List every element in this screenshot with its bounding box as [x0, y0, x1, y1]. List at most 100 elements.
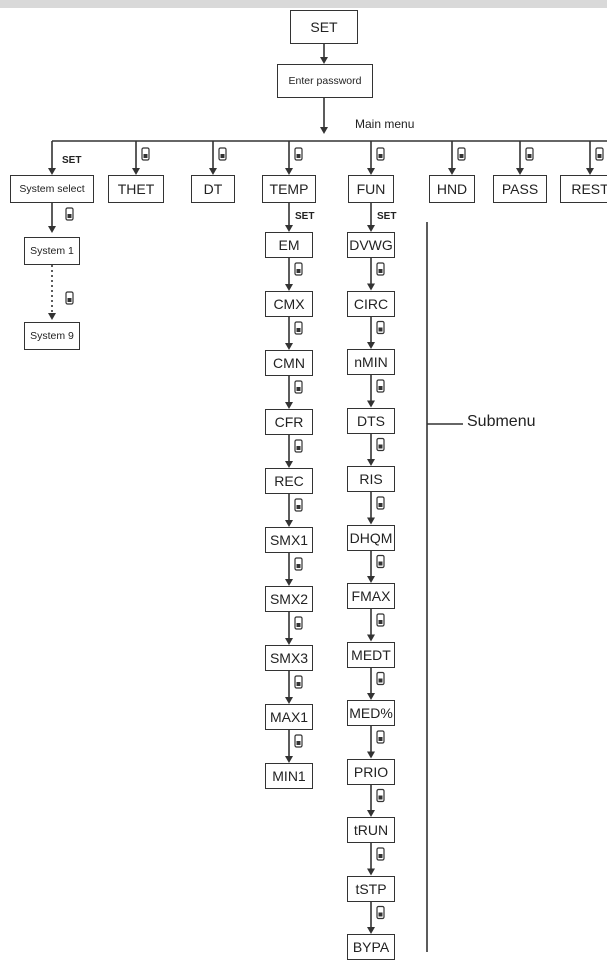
menu-fun-box: FUN	[348, 175, 394, 203]
temp-em-box: EM	[265, 232, 313, 258]
arrow-down-icon	[367, 810, 375, 817]
arrow-down-icon	[586, 168, 594, 175]
key-press-icon	[294, 439, 303, 453]
arrow-down-icon	[367, 868, 375, 876]
key-press-icon	[294, 557, 303, 571]
arrow-down-icon	[285, 520, 293, 527]
set-tag-system: SET	[62, 155, 82, 166]
arrow-down-icon	[285, 697, 293, 704]
submenu-label: Submenu	[467, 413, 536, 430]
fun-ris-box: RIS	[347, 466, 395, 492]
arrow-down-icon	[367, 283, 375, 291]
fun-medpct-box: MED%	[347, 700, 395, 726]
key-press-icon	[376, 262, 385, 276]
temp-rec-box: REC	[265, 468, 313, 494]
temp-min1-box: MIN1	[265, 763, 313, 789]
arrow-down-icon	[367, 225, 375, 232]
fun-prio-box: PRIO	[347, 758, 395, 785]
key-press-icon	[525, 147, 534, 161]
key-press-icon	[294, 147, 303, 161]
menu-dt-box: DT	[191, 175, 235, 203]
arrow-down-icon	[285, 579, 293, 586]
key-press-icon	[457, 147, 466, 161]
key-press-icon	[141, 147, 150, 161]
key-press-icon	[65, 207, 74, 221]
key-press-icon	[294, 380, 303, 394]
fun-medt-box: MEDT	[347, 641, 395, 668]
temp-smx2-box: SMX2	[265, 586, 313, 612]
key-press-icon	[218, 147, 227, 161]
system-9-box: System 9	[24, 322, 80, 350]
fun-trun-box: tRUN	[347, 817, 395, 843]
arrow-down-icon	[285, 225, 293, 232]
arrow-down-icon	[285, 343, 293, 350]
menu-pass-box: PASS	[493, 175, 547, 203]
enter-password-box: Enter password	[277, 64, 373, 98]
arrow-down-icon	[48, 313, 56, 320]
arrow-down-icon	[285, 284, 293, 291]
key-press-icon	[294, 616, 303, 630]
arrow-down-icon	[367, 517, 375, 525]
fun-fmax-box: FMAX	[347, 583, 395, 609]
arrow-down-icon	[48, 226, 56, 233]
fun-tstp-box: tSTP	[347, 875, 395, 902]
menu-thet-box: THET	[108, 175, 164, 203]
key-press-icon	[376, 613, 385, 627]
arrow-down-icon	[320, 127, 328, 134]
system-1-box: System 1	[24, 237, 80, 265]
arrow-down-icon	[367, 342, 375, 349]
temp-smx1-box: SMX1	[265, 527, 313, 553]
key-press-icon	[376, 379, 385, 393]
key-press-icon	[376, 905, 385, 920]
arrow-down-icon	[285, 402, 293, 409]
arrow-down-icon	[367, 459, 375, 466]
main-menu-label: Main menu	[355, 117, 415, 131]
temp-cfr-box: CFR	[265, 409, 313, 435]
arrow-down-icon	[516, 168, 524, 175]
set-tag-fun: SET	[377, 211, 397, 222]
menu-rest-box: REST	[560, 175, 607, 203]
temp-cmn-box: CMN	[265, 350, 313, 376]
fun-circ-box: CIRC	[347, 290, 395, 317]
top-bar	[0, 0, 607, 8]
arrow-down-icon	[367, 168, 375, 175]
key-press-icon	[65, 291, 74, 305]
arrow-down-icon	[448, 168, 456, 175]
arrow-down-icon	[367, 927, 375, 934]
fun-dts-box: DTS	[347, 407, 395, 434]
fun-nmin-box: nMIN	[347, 349, 395, 375]
fun-dhqm-box: DHQM	[347, 524, 395, 551]
set-tag-temp: SET	[295, 211, 315, 222]
arrow-down-icon	[285, 168, 293, 175]
key-press-icon	[376, 554, 385, 569]
temp-max1-box: MAX1	[265, 704, 313, 730]
key-press-icon	[376, 147, 385, 161]
key-press-icon	[595, 147, 604, 161]
arrow-down-icon	[367, 751, 375, 759]
arrow-down-icon	[132, 168, 140, 175]
key-press-icon	[376, 730, 385, 744]
arrow-down-icon	[367, 400, 375, 408]
fun-bypa-box: BYPA	[347, 934, 395, 960]
key-press-icon	[376, 496, 385, 510]
set-root-box: SET	[290, 10, 358, 44]
key-press-icon	[294, 321, 303, 335]
arrow-down-icon	[285, 756, 293, 763]
arrow-down-icon	[367, 634, 375, 642]
key-press-icon	[294, 675, 303, 689]
arrow-down-icon	[285, 638, 293, 645]
menu-system-select-box: System select	[10, 175, 94, 203]
menu-temp-box: TEMP	[262, 175, 316, 203]
arrow-down-icon	[48, 168, 56, 175]
key-press-icon	[376, 788, 385, 803]
arrow-down-icon	[367, 576, 375, 583]
temp-smx3-box: SMX3	[265, 645, 313, 671]
arrow-down-icon	[320, 57, 328, 64]
arrow-down-icon	[367, 693, 375, 700]
temp-cmx-box: CMX	[265, 291, 313, 317]
menu-hnd-box: HND	[429, 175, 475, 203]
arrow-down-icon	[209, 168, 217, 175]
key-press-icon	[294, 734, 303, 748]
